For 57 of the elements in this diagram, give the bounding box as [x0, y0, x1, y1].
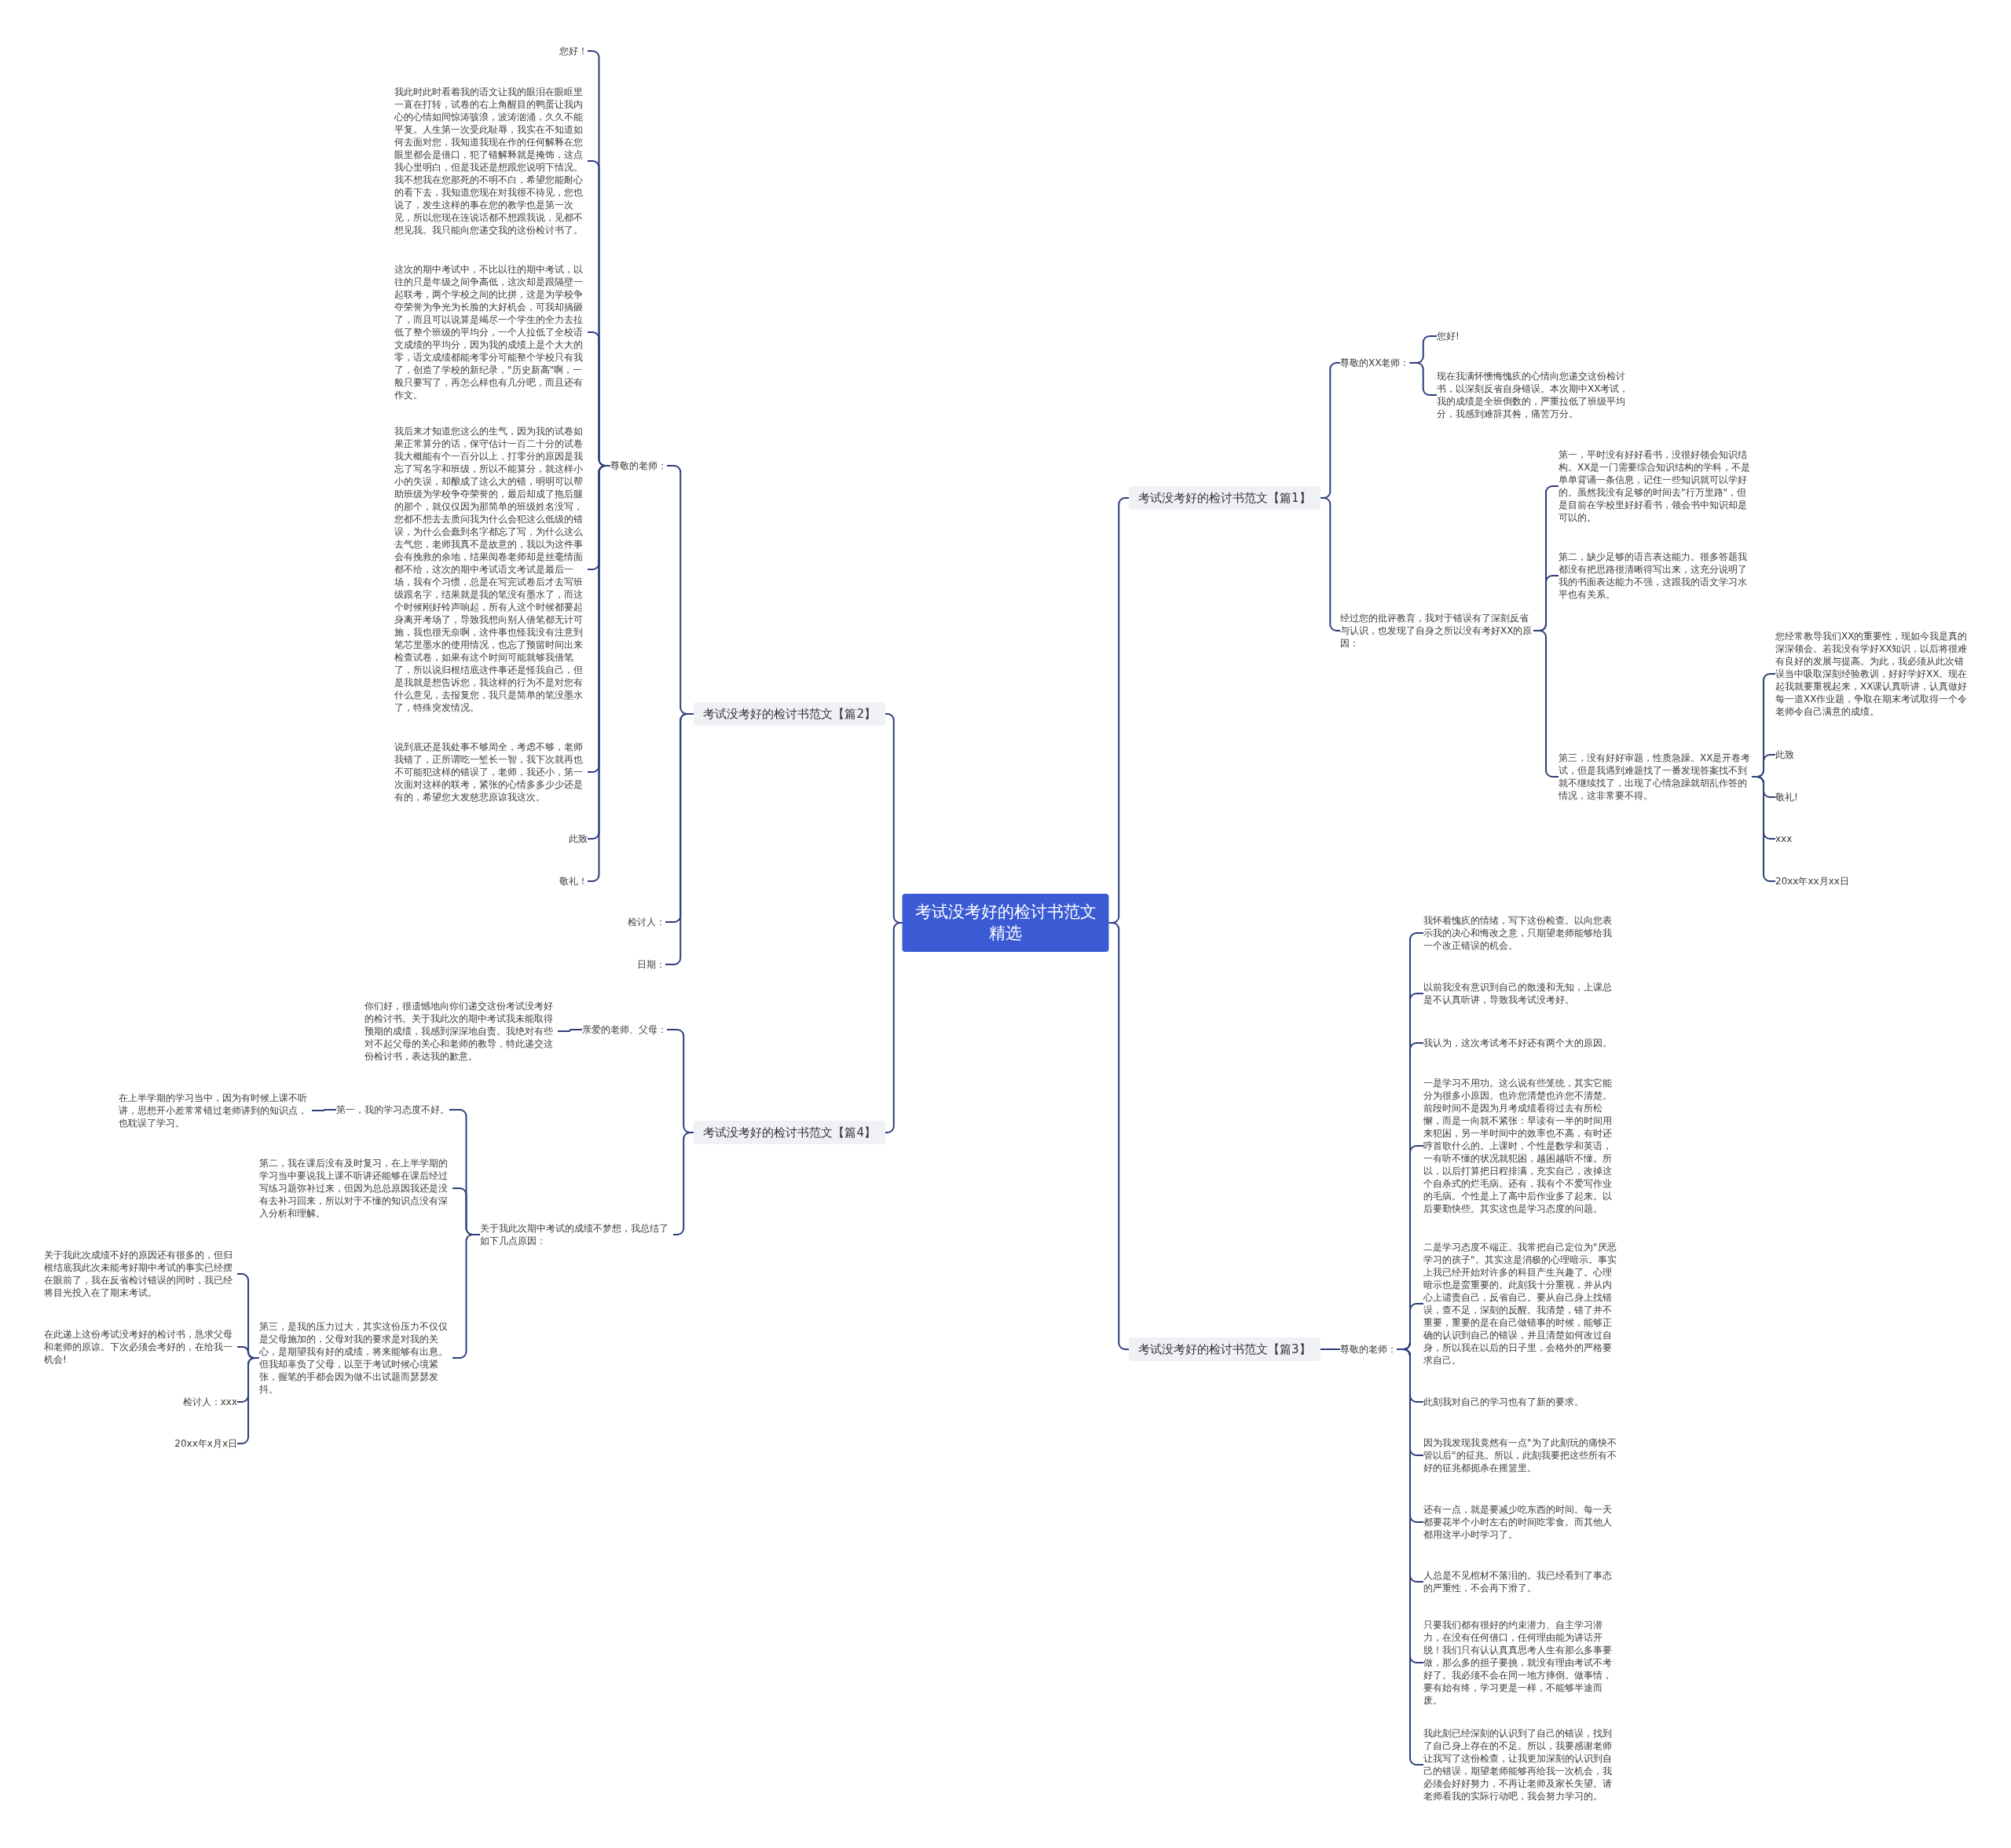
topic-text: 经过您的批评教育，我对于错误有了深刻反省与认识，也发现了自身之所以没有考好XX的原因：	[1340, 612, 1533, 650]
topic-text: 20xx年x月x日	[174, 1437, 237, 1450]
topic-text: 您好！	[559, 45, 588, 57]
connector-line	[311, 1109, 337, 1111]
topic-text: 关于我此次成绩不好的原因还有很多的，但归根结底我此次未能考好期中考试的事实已经摆在眼前了，我在反省检讨错误的同时，我已经将目光投入在了期末考试。	[44, 1249, 237, 1299]
topic-text: 检讨人：xxx	[182, 1396, 237, 1408]
topic-text: 第三，没有好好审题，性质急躁。XX是开卷考试，但是我遇到难题找了一番发现答案找不到就不继续找了，出现了心情急躁就胡乱作答的情况，这非常要不得。	[1559, 752, 1752, 802]
topic-text: 人总是不见棺材不落泪的。我已经看到了事态的严重性，不会再下滑了。	[1423, 1569, 1617, 1594]
topic-text: 此刻我对自己的学习也有了新的要求。	[1423, 1396, 1584, 1408]
topic-text: 以前我没有意识到自己的散漫和无知，上课总是不认真听讲，导致我考试没考好。	[1423, 981, 1617, 1006]
branch-topic: 考试没考好的检讨书范文【篇3】	[1129, 1338, 1321, 1361]
connector-line	[236, 1357, 260, 1444]
topic-text: 检讨人：	[628, 916, 665, 928]
topic-text: 此致	[1775, 748, 1794, 761]
topic-text: 在上半学期的学习当中，因为有时候上课不听讲，思想开小差常常错过老师讲到的知识点，也耽误了学习。	[119, 1092, 312, 1129]
topic-text: 一是学习不用功。这么说有些笼统，其实它能分为很多小原因。也许您清楚也许您不清楚。前段时间不是因为月考成绩看得过去有所松懈，而是一向就不紧张：早读有一半的时间用来犯困，另一半时间中的效率也不高，有时还哼首歌什么的。上课时，个性是数学和英语，一有听不懂的状况就犯困，越困越听不懂。所以，以后打算把日程排满，充实自己，改掉这个自杀式的烂毛病。还有，我有个不爱写作业的毛病。个性是上了高中后作业多了起来。以后要勤快些。其实这也是学习态度的问题。	[1423, 1077, 1617, 1215]
topic-text: 20xx年xx月xx日	[1775, 875, 1849, 887]
topic-text: 二是学习态度不端正。我常把自己定位为"厌恶学习的孩子"。其实这是消极的心理暗示。事实上我已经开始对许多的科目产生兴趣了。心理暗示也是蛮重要的。此刻我十分重视，并从内心上谴责自己，反省自己。要从自己身上找错误，查不足，深刻的反醒。我清楚，错了并不重要，重要的是在自己做错事的时候，能够正确的认识到自己的错误，并且清楚如何改过自身，所以我在以后的日子里，会格外的严格要求自己。	[1423, 1241, 1617, 1367]
connector-line	[672, 1132, 695, 1235]
topic-text: 日期：	[637, 958, 665, 971]
topic-text: xxx	[1775, 833, 1793, 845]
topic-text: 第二，缺少足够的语言表达能力。很多答题我都没有把思路很清晰得写出来，这充分说明了我的书面表达能力不强，这跟我的语文学习水平也有关系。	[1559, 551, 1752, 601]
central-topic: 考试没考好的检讨书范文精选	[902, 894, 1109, 952]
topic-text: 你们好，很遗憾地向你们递交这份考试没考好的检讨书。关于我此次的期中考试我未能取得预期的成绩，我感到深深地自责。我绝对有些对不起父母的关心和老师的教导，特此递交这份检讨书，表达我的歉意。	[364, 1000, 558, 1063]
topic-text: 尊敬的老师：	[610, 459, 667, 472]
topic-text: 只要我们都有很好的约束潜力、自主学习潜力，在没有任何借口，任何理由能为讲话开脱！我们只有认认真真思考人生有那么多事要做，那么多的担子要挑，就没有理由考试不考好了。我必须不会在同一地方摔倒。做事情，要有始有终，学习更是一样，不能够半途而废。	[1423, 1619, 1617, 1707]
topic-text: 第二，我在课后没有及时复习，在上半学期的学习当中要说我上课不听讲还能够在课后经过写练习题弥补过来，但因为总总原因我还是没有去补习回来，所以对于不懂的知识点没有深入分析和理解。	[259, 1157, 452, 1220]
topic-text: 亲爱的老师、父母：	[582, 1023, 667, 1036]
topic-text: 关于我此次期中考试的成绩不梦想，我总结了如下几点原因：	[480, 1222, 673, 1247]
topic-text: 敬礼！	[559, 875, 588, 887]
topic-text: 尊敬的老师：	[1340, 1343, 1397, 1356]
topic-text: 您好!	[1437, 330, 1460, 342]
topic-text: 因为我发现我竟然有一点"为了此刻玩的痛快不管以后"的征兆。所以，此刻我要把这些所有不好的征兆都扼杀在摇篮里。	[1423, 1436, 1617, 1474]
topic-text: 您经常教导我们XX的重要性，现如今我是真的深深领会。若我没有学好XX知识，以后将很难有良好的发展与提高。为此，我必须从此次错误当中吸取深刻经验教训，好好学好XX。现在起我就要重视起来，XX课认真听讲，认真做好每一道XX作业题，争取在期末考试取得一个令老师令自己满意的成绩。	[1775, 630, 1969, 718]
topic-text: 这次的期中考试中，不比以往的期中考试，以往的只是年级之间争高低，这次却是跟隔壁一起联考，两个学校之间的比拼，这是为学校争夺荣誉为争光为长脸的大好机会，可我却搞砸了，而且可以说算是竭尽一个学生的全力去拉低了整个班级的平均分，一个人拉低了全校语文成绩的平均分，因为我的成绩上是个大大的零，语文成绩都能考零分可能整个学校只有我了，创造了学校的新纪录，"历史新高"啊，一般只要写了，再怎么样也有几分吧，而且还有作文。	[394, 263, 588, 401]
topic-text: 尊敬的XX老师：	[1340, 357, 1410, 369]
topic-text: 第一，我的学习态度不好。	[336, 1103, 449, 1116]
connector-line	[557, 1029, 583, 1032]
branch-topic: 考试没考好的检讨书范文【篇4】	[694, 1121, 885, 1144]
topic-text: 我后来才知道您这么的生气，因为我的试卷如果正常算分的话，保守估计一百二十分的试卷我大概能有个一百分以上，打零分的原因是我忘了写名字和班级，所以不能算分，就这样小小的失误，却酿成了这么大的错，明明可以帮助班级为学校争夺荣誉的，最后却成了拖后腿的那个，就仅仅因为那简单的班级姓名没写，您都不想去去质问我为什么会犯这么低级的错误，为什么会蠢到名字都忘了写，为什么这么去气您，老师我真不是故意的，我以为这件事会有挽救的余地，结果阅卷老师却是丝毫情面都不给，这次的期中考试语文考试是最后一场，我有个习惯，总是在写完试卷后才去写班级跟名字，结果就是我的笔没有墨水了，而这个时候刚好铃声响起，所有人这个时候都要起身离开考场了，导致我想向别人借笔都无计可施，我也很无奈啊，这件事也怪我没有注意到笔芯里墨水的使用情况，也忘了预留时间出来检查试卷，如果有这个时间可能就够我借笔了，所以说归根结底这件事还是怪我自己，但是我就是想告诉您，我这样的行为不是对您有什么意见，去报复您，我只是简单的笔没墨水了，特殊突发情况。	[394, 425, 588, 714]
topic-text: 第三，是我的压力过大，其实这份压力不仅仅是父母施加的，父母对我的要求是对我的关心，是期望我有好的成绩，将来能够有出息。但我却辜负了父母，以至于考试时候心境紧张，握笔的手都会因为做不出试题而瑟瑟发抖。	[259, 1320, 452, 1396]
connector-line	[1319, 1348, 1341, 1350]
topic-text: 敬礼!	[1775, 791, 1798, 803]
topic-text: 我怀着愧疚的情绪，写下这份检查。以向您表示我的决心和悔改之意，只期望老师能够给我一个改正错误的机会。	[1423, 914, 1617, 952]
topic-text: 我认为，这次考试考不好还有两个大的原因。	[1423, 1037, 1612, 1049]
topic-text: 此致	[569, 833, 588, 845]
topic-text: 我此刻已经深刻的认识到了自己的错误，找到了自己身上存在的不足。所以，我要感谢老师让我写了这份检查，让我更加深刻的认识到自己的错误，期望老师能够再给我一次机会，我必须会好好努力，不再让老师及家长失望。请老师看我的实际行动吧，我会努力学习的。	[1423, 1727, 1617, 1802]
topic-text: 说到底还是我处事不够周全，考虑不够，老师我错了，正所谓吃一堑长一智，我下次就再也不可能犯这样的错误了，老师，我还小，第一次面对这样的联考，紧张的心情多多少少还是有的，希望您大发慈悲原谅我这次。	[394, 741, 588, 803]
topic-text: 现在我满怀懊悔愧疚的心情向您递交这份检讨书，以深刻反省自身错误。本次期中XX考试，我的成绩是全班倒数的，严重拉低了班级平均分，我感到难辞其咎，痛苦万分。	[1437, 370, 1630, 420]
topic-text: 在此递上这份考试没考好的检讨书，恳求父母和老师的原谅。下次必须会考好的，在给我一机会!	[44, 1328, 237, 1366]
topic-text: 第一，平时没有好好看书，没很好领会知识结构。XX是一门需要综合知识结构的学科，不是单单背诵一条信息，记住一些知识就可以学好的。虽然我没有足够的时间去"行万里路"，但是目前在学校里好好看书，领会书中知识却是可以的。	[1559, 448, 1752, 524]
branch-topic: 考试没考好的检讨书范文【篇2】	[694, 702, 885, 726]
topic-text: 还有一点，就是要减少吃东西的时间。每一天都要花半个小时左右的时间吃零食。而其他人都用这半小时学习了。	[1423, 1503, 1617, 1541]
connector-line	[1408, 362, 1438, 396]
connector-line	[1751, 776, 1776, 882]
branch-topic: 考试没考好的检讨书范文【篇1】	[1129, 486, 1321, 510]
topic-text: 我此时此时看着我的语文让我的眼泪在眼眶里一直在打转，试卷的右上角醒目的鸭蛋让我内心的心情如同惊涛骇浪，波涛汹涌，久久不能平复。人生第一次受此耻辱，我实在不知道如何去面对您，我知道我现在作的任何解释在您眼里都会是借口，犯了错解释就是掩饰，这点我心里明白，但是我还是想跟您说明下情况。我不想我在您那死的不明不白，希望您能耐心的看下去，我知道您现在对我很不待见，您也说了，发生这样的事在您的教学也是第一次见，所以您现在连说话都不想跟我说，见都不想见我。我只能向您递交我的这份检讨书了。	[394, 86, 588, 236]
